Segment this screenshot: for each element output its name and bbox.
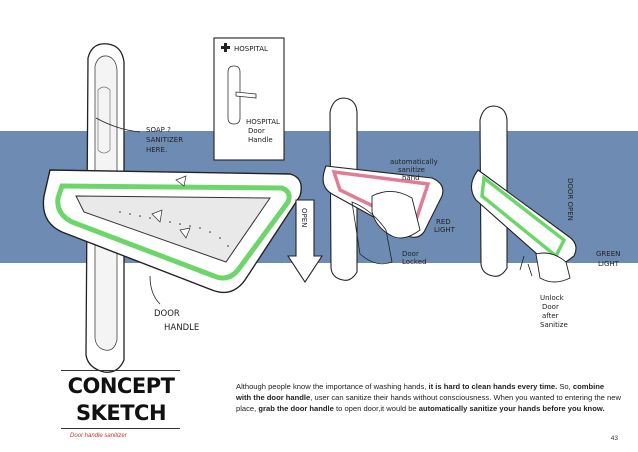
para-bold-2: combine with the door handle	[236, 382, 605, 403]
label-hospital-door-2: Door	[248, 127, 265, 135]
description-paragraph: Although people know the importance of w…	[236, 381, 621, 415]
label-door-locked-2: Locked	[402, 258, 426, 266]
open-arrow	[286, 199, 324, 284]
label-door-handle-1: DOOR	[154, 309, 180, 319]
para-text-4: to open door,it would be	[333, 404, 419, 414]
label-unlock-2: Door	[542, 303, 559, 311]
label-unlock-4: Sanitize	[540, 321, 568, 329]
large-door-handle	[42, 117, 302, 305]
para-bold-4: automatically sanitize your hands before…	[418, 404, 605, 414]
para-bold-3: grab the door handle	[258, 404, 334, 414]
page-title-line2: SKETCH	[75, 401, 167, 425]
page-number: 43	[610, 435, 618, 442]
label-door-open: DOOR OPEN	[566, 178, 574, 221]
para-text-3: , user can sanitize their hands without …	[236, 393, 621, 414]
label-green-2: LIGHT	[598, 260, 620, 268]
label-auto-3: hand	[402, 174, 420, 182]
label-unlock-1: Unlock	[540, 294, 565, 302]
label-auto-1: automatically	[390, 158, 438, 166]
title-top-rule	[61, 370, 180, 371]
para-text-2: So,	[557, 382, 573, 391]
label-soap-1: SOAP ?	[146, 126, 171, 134]
title-bottom-rule	[61, 428, 180, 429]
subtitle: Door handle sanitizer	[70, 433, 127, 439]
hospital-sign	[213, 37, 285, 161]
label-hospital-door-3: Handle	[248, 136, 273, 144]
middle-door-red	[322, 97, 444, 281]
label-auto-2: sanitize	[398, 166, 425, 174]
label-green-1: GREEN	[596, 250, 620, 258]
label-red-1: RED	[436, 218, 451, 226]
right-door-green	[470, 105, 577, 283]
label-open: OPEN	[300, 208, 308, 227]
label-hospital-door-1: HOSPITAL	[246, 118, 280, 126]
sketch-annotations: SOAP ? SANITIZER HERE. HOSPITAL HOSPITAL…	[146, 45, 620, 333]
para-text-1: Although people know the importance of w…	[236, 382, 429, 391]
label-door-locked-1: Door	[402, 250, 419, 258]
label-red-2: LIGHT	[434, 226, 456, 234]
label-soap-3: HERE.	[146, 146, 167, 154]
page-title-line1: CONCEPT	[67, 374, 175, 398]
para-bold-1: it is hard to clean hands every time.	[428, 382, 558, 391]
label-door-handle-2: HANDLE	[164, 323, 199, 333]
label-soap-2: SANITIZER	[146, 136, 183, 144]
label-hospital: HOSPITAL	[234, 45, 268, 53]
label-unlock-3: after	[542, 312, 559, 320]
